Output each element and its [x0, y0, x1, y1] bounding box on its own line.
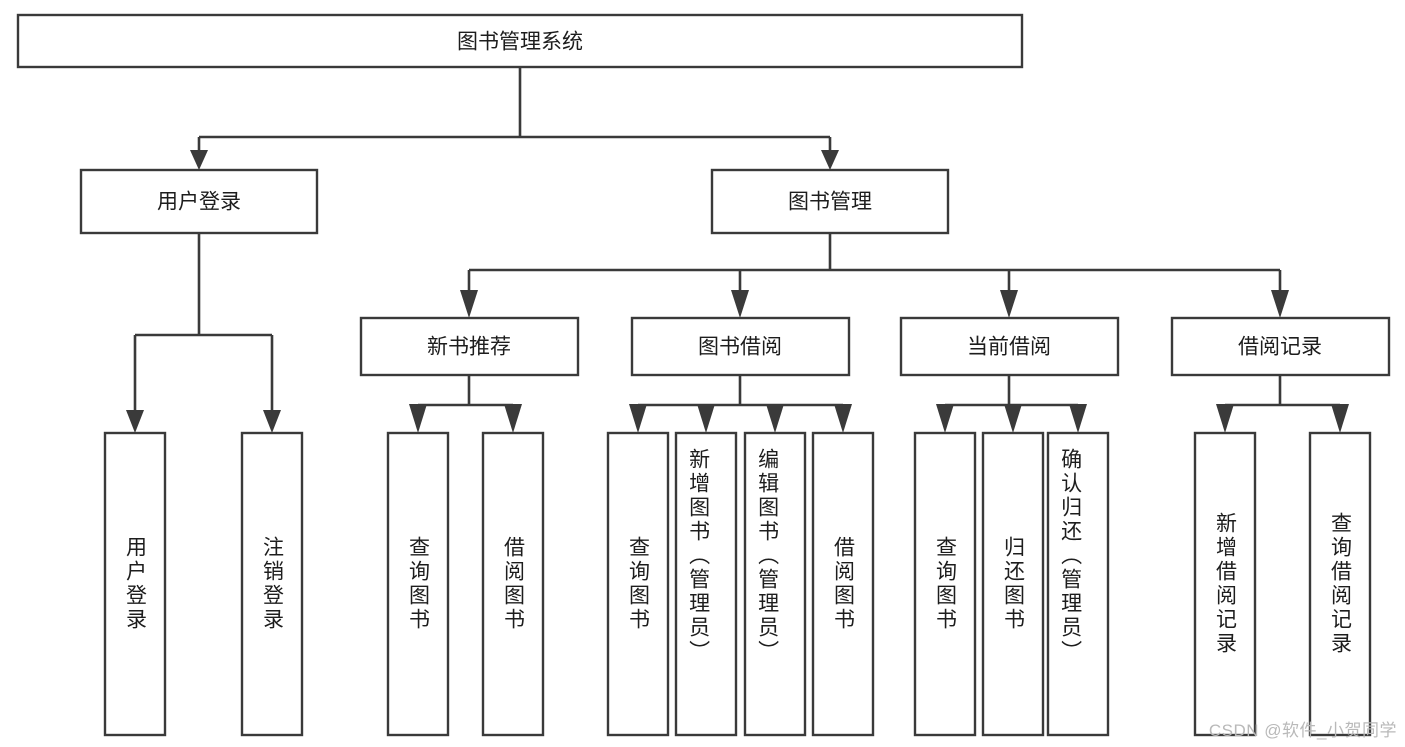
node-book-borrow[interactable]: 图书借阅 [630, 316, 851, 377]
node-leaf-borrow-book-1-box [481, 431, 545, 737]
arrow-leaf-add-record [1216, 404, 1234, 433]
arrow-to-current-borrow [1000, 290, 1018, 318]
node-current-borrow-box [899, 316, 1120, 377]
arrow-leaf-user-login [126, 410, 144, 433]
csdn-watermark: CSDN @软件_小贺同学 [1208, 721, 1397, 740]
node-leaf-query-book-3[interactable]: 查询图书 [913, 431, 977, 737]
arrow-to-new-book-recommend [460, 290, 478, 318]
node-leaf-confirm-return[interactable]: 确认归还（管理员） [1046, 431, 1110, 737]
node-leaf-add-record[interactable]: 新增借阅记录 [1193, 431, 1257, 737]
node-leaf-return-book-box [981, 431, 1045, 737]
node-leaf-add-book-label: 新增图书（管理员） [687, 448, 711, 664]
arrow-leaf-query-book-1 [409, 404, 427, 433]
node-book-borrow-label: 图书借阅 [698, 336, 782, 359]
node-root-label: 图书管理系统 [457, 31, 583, 54]
node-root-box [16, 13, 1024, 69]
node-user-login-box [79, 168, 319, 235]
node-leaf-confirm-return-box [1046, 431, 1110, 737]
node-leaf-return-book[interactable]: 归还图书 [981, 431, 1045, 737]
node-book-manage-box [710, 168, 950, 235]
node-leaf-query-book-2[interactable]: 查询图书 [606, 431, 670, 737]
node-leaf-query-record-label: 查询借阅记录 [1329, 512, 1353, 656]
node-leaf-user-login-label: 用户登录 [124, 536, 148, 632]
node-leaf-query-book-1-label: 查询图书 [407, 536, 431, 632]
node-leaf-query-book-3-box [913, 431, 977, 737]
connector-layer [126, 67, 1349, 433]
node-leaf-edit-book-label: 编辑图书（管理员） [756, 448, 780, 664]
node-leaf-borrow-book-2-box [811, 431, 875, 737]
arrow-to-user-login [190, 150, 208, 170]
node-book-manage[interactable]: 图书管理 [710, 168, 950, 235]
node-new-book-recommend-label: 新书推荐 [427, 336, 511, 359]
node-leaf-query-record-box [1308, 431, 1372, 737]
node-leaf-borrow-book-1-label: 借阅图书 [502, 536, 526, 632]
node-new-book-recommend-box [359, 316, 580, 377]
node-leaf-user-login-box [103, 431, 167, 737]
node-user-login[interactable]: 用户登录 [79, 168, 319, 235]
arrow-to-borrow-record [1271, 290, 1289, 318]
node-leaf-query-book-1-box [386, 431, 450, 737]
node-leaf-borrow-book-2[interactable]: 借阅图书 [811, 431, 875, 737]
node-borrow-record-box [1170, 316, 1391, 377]
arrow-leaf-query-record [1331, 404, 1349, 433]
node-leaf-add-record-label: 新增借阅记录 [1214, 512, 1238, 656]
node-book-manage-label: 图书管理 [788, 191, 872, 214]
node-user-login-label: 用户登录 [157, 191, 241, 214]
arrow-leaf-confirm-return [1069, 404, 1087, 433]
node-leaf-return-book-label: 归还图书 [1002, 536, 1026, 632]
arrow-leaf-query-book-2 [629, 404, 647, 433]
node-leaf-logout-login-box [240, 431, 304, 737]
node-leaf-query-book-2-box [606, 431, 670, 737]
node-leaf-query-book-2-label: 查询图书 [627, 536, 651, 632]
node-leaf-borrow-book-2-label: 借阅图书 [832, 536, 856, 632]
node-leaf-add-book-box [674, 431, 738, 737]
node-leaf-edit-book-box [743, 431, 807, 737]
arrow-leaf-edit-book [766, 404, 784, 433]
node-leaf-query-book-1[interactable]: 查询图书 [386, 431, 450, 737]
node-root[interactable]: 图书管理系统 [16, 13, 1024, 69]
node-leaf-query-record[interactable]: 查询借阅记录 [1308, 431, 1372, 737]
node-leaf-query-book-3-label: 查询图书 [934, 536, 958, 632]
node-leaf-borrow-book-1[interactable]: 借阅图书 [481, 431, 545, 737]
node-leaf-add-record-box [1193, 431, 1257, 737]
node-leaf-logout-login[interactable]: 注销登录 [240, 431, 304, 737]
node-leaf-edit-book[interactable]: 编辑图书（管理员） [743, 431, 807, 737]
node-leaf-add-book[interactable]: 新增图书（管理员） [674, 431, 738, 737]
arrow-leaf-borrow-book-1 [504, 404, 522, 433]
node-book-borrow-box [630, 316, 851, 377]
node-leaf-confirm-return-label: 确认归还（管理员） [1059, 448, 1083, 664]
arrow-leaf-query-book-3 [936, 404, 954, 433]
node-current-borrow-label: 当前借阅 [967, 336, 1051, 359]
arrow-to-book-manage [821, 150, 839, 170]
node-current-borrow[interactable]: 当前借阅 [899, 316, 1120, 377]
node-leaf-user-login[interactable]: 用户登录 [103, 431, 167, 737]
arrow-leaf-logout-login [263, 410, 281, 433]
node-leaf-logout-login-label: 注销登录 [261, 536, 285, 632]
arrow-leaf-borrow-book-2 [834, 404, 852, 433]
node-new-book-recommend[interactable]: 新书推荐 [359, 316, 580, 377]
arrow-leaf-add-book [697, 404, 715, 433]
arrow-to-book-borrow [731, 290, 749, 318]
node-borrow-record-label: 借阅记录 [1238, 336, 1322, 359]
node-borrow-record[interactable]: 借阅记录 [1170, 316, 1391, 377]
arrow-leaf-return-book [1004, 404, 1022, 433]
